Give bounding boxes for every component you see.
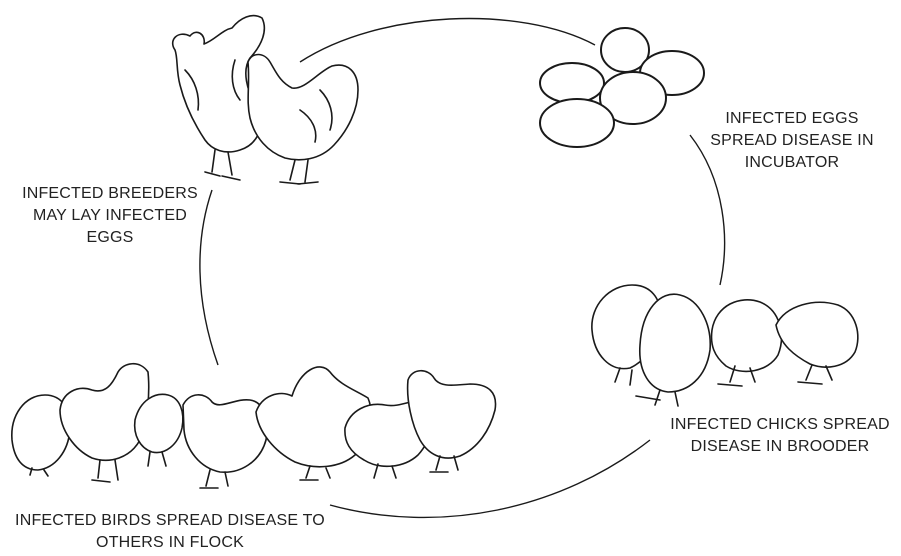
- cycle-arc-top: [300, 19, 595, 62]
- caption-line: SPREAD DISEASE IN: [692, 130, 892, 152]
- breeder-pair-illustration: [173, 16, 358, 184]
- caption-infected-breeders: INFECTED BREEDERS MAY LAY INFECTED EGGS: [10, 183, 210, 249]
- caption-line: DISEASE IN BROODER: [660, 436, 900, 458]
- chick-icon: [712, 300, 782, 372]
- caption-line: EGGS: [10, 227, 210, 249]
- egg-cluster-illustration: [540, 28, 704, 147]
- chick-group-illustration: [592, 285, 858, 406]
- chick-icon: [776, 302, 858, 367]
- caption-line: INFECTED BREEDERS: [10, 183, 210, 205]
- caption-line: INFECTED CHICKS SPREAD: [660, 414, 900, 436]
- bird-icon: [183, 395, 267, 472]
- caption-line: OTHERS IN FLOCK: [0, 532, 340, 554]
- caption-infected-birds: INFECTED BIRDS SPREAD DISEASE TO OTHERS …: [0, 510, 340, 554]
- caption-line: INFECTED EGGS: [692, 108, 892, 130]
- hen-icon: [248, 55, 358, 185]
- flock-illustration: [12, 364, 496, 488]
- caption-line: MAY LAY INFECTED: [10, 205, 210, 227]
- caption-infected-chicks: INFECTED CHICKS SPREAD DISEASE IN BROODE…: [660, 414, 900, 458]
- caption-line: INCUBATOR: [692, 152, 892, 174]
- chick-icon: [640, 294, 710, 392]
- egg-icon: [540, 63, 604, 103]
- caption-infected-eggs: INFECTED EGGS SPREAD DISEASE IN INCUBATO…: [692, 108, 892, 174]
- egg-icon: [540, 99, 614, 147]
- bird-icon: [60, 364, 149, 461]
- caption-line: INFECTED BIRDS SPREAD DISEASE TO: [0, 510, 340, 532]
